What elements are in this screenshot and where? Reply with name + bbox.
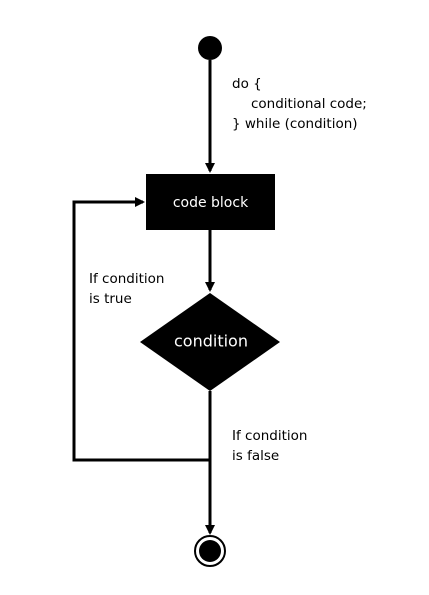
edge-label-true-line-1: If condition — [89, 271, 164, 287]
process-label: code block — [173, 195, 249, 211]
code-note: do { conditional code; } while (conditio… — [232, 76, 371, 132]
code-note-line-1: do { — [232, 76, 262, 92]
edge-label-false-line-1: If condition — [232, 428, 307, 444]
decision-label: condition — [174, 332, 248, 351]
end-node — [194, 535, 226, 567]
edge-label-false-line-2: is false — [232, 448, 279, 464]
code-note-line-3: } while (condition) — [232, 116, 358, 132]
edge-label-true-line-2: is true — [89, 291, 132, 307]
edge-label-true: If condition is true — [89, 271, 169, 307]
edge-loop-back-true — [72, 197, 210, 462]
start-node — [198, 36, 222, 60]
decision-node-condition: condition — [140, 293, 280, 391]
end-node-inner-dot — [199, 540, 221, 562]
process-box — [146, 174, 275, 230]
edge-label-false: If condition is false — [232, 428, 312, 464]
process-node-code-block: code block — [146, 174, 275, 230]
code-note-line-2: conditional code; — [251, 96, 367, 112]
decision-diamond — [140, 293, 280, 391]
